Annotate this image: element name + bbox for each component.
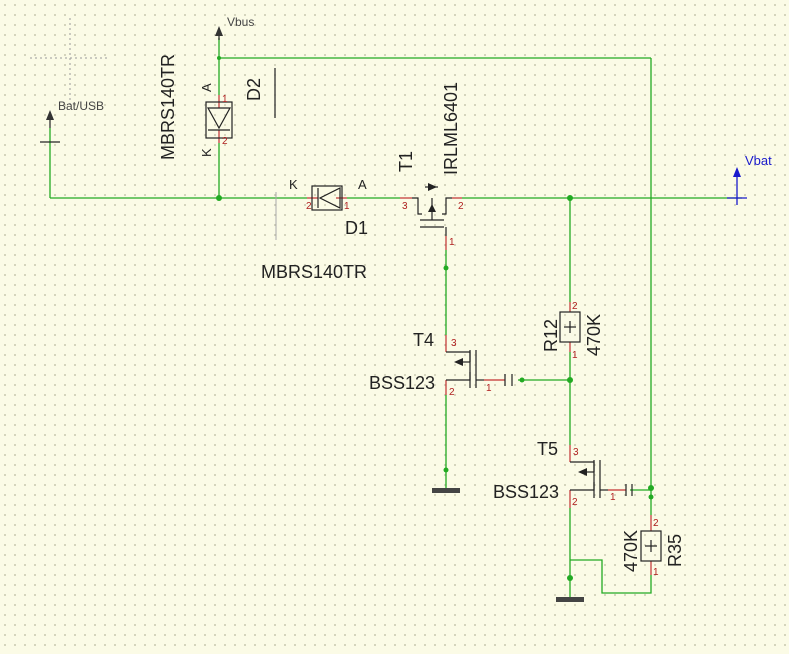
resistor-r12-value: 470K bbox=[584, 314, 604, 356]
mosfet-t1-ref: T1 bbox=[396, 151, 416, 172]
junction-dot bbox=[443, 265, 449, 271]
net-label-vbus: Vbus bbox=[227, 15, 254, 29]
ground-icon bbox=[556, 597, 584, 602]
net-label-vbat: Vbat bbox=[745, 153, 772, 168]
pin-label: 1 bbox=[610, 492, 616, 503]
guide-crosshair bbox=[30, 18, 108, 105]
pin-label: 1 bbox=[449, 237, 455, 248]
mosfet-t1[interactable]: 3 2 1 T1 IRLML6401 bbox=[396, 82, 464, 250]
cathode-label: K bbox=[199, 148, 214, 157]
diode-d2-body bbox=[205, 101, 233, 139]
diode-d1-ref: D1 bbox=[345, 218, 368, 238]
net-label-bat-usb: Bat/USB bbox=[58, 99, 104, 113]
mosfet-t5-value: BSS123 bbox=[493, 482, 559, 502]
pin-label: 1 bbox=[653, 567, 659, 578]
net-bat-usb[interactable]: Bat/USB bbox=[40, 99, 104, 143]
diode-triangle-icon bbox=[318, 187, 341, 209]
resistor-r35-value: 470K bbox=[621, 530, 641, 572]
resistor-r35-body bbox=[640, 530, 662, 562]
arrow-up-icon bbox=[733, 167, 741, 177]
diode-d1[interactable]: 2 1 K A D1 MBRS140TR bbox=[261, 177, 368, 282]
mosfet-t4-ref: T4 bbox=[413, 330, 434, 350]
arrow-icon bbox=[428, 204, 436, 212]
pin-label: 2 bbox=[458, 201, 464, 212]
resistor-r35[interactable]: 2 1 470K R35 bbox=[621, 515, 685, 578]
diode-d1-body bbox=[311, 185, 343, 211]
diode-d1-value: MBRS140TR bbox=[261, 262, 367, 282]
resistor-r12[interactable]: 2 1 R12 470K bbox=[541, 301, 604, 361]
pin-label: 2 bbox=[572, 301, 578, 312]
junction-dot bbox=[567, 575, 573, 581]
cathode-label: K bbox=[289, 177, 298, 192]
junction-dot bbox=[648, 494, 654, 500]
junction-dot bbox=[567, 377, 573, 383]
mosfet-t5[interactable]: 3 2 1 T5 BSS123 bbox=[493, 439, 633, 508]
junction-dot bbox=[217, 56, 221, 60]
wire-r35-bottom bbox=[570, 559, 652, 594]
mosfet-t1-value: IRLML6401 bbox=[441, 82, 461, 175]
arrow-up-icon bbox=[46, 110, 54, 120]
junction-dot bbox=[443, 467, 449, 473]
junctions bbox=[216, 56, 654, 581]
pin-label: 3 bbox=[573, 447, 579, 458]
anode-label: A bbox=[358, 177, 367, 192]
pin-label: 2 bbox=[449, 387, 455, 398]
resistor-r35-ref: R35 bbox=[665, 534, 685, 567]
anode-label: A bbox=[199, 83, 214, 92]
pin-label: 3 bbox=[402, 201, 408, 212]
mosfet-t4[interactable]: 3 2 1 T4 BSS123 bbox=[369, 330, 513, 398]
mosfet-t5-ref: T5 bbox=[537, 439, 558, 459]
pin-label: 2 bbox=[572, 497, 578, 508]
diode-d2-value: MBRS140TR bbox=[158, 54, 178, 160]
resistor-r12-body bbox=[559, 311, 581, 343]
diode-d2[interactable]: 1 2 A K MBRS140TR D2 bbox=[158, 54, 276, 160]
net-vbus[interactable]: Vbus bbox=[215, 15, 254, 40]
junction-dot bbox=[216, 195, 222, 201]
pin-label: 1 bbox=[222, 94, 228, 105]
arrow-up-icon bbox=[215, 26, 223, 36]
junction-dot bbox=[648, 485, 654, 491]
mosfet-t4-value: BSS123 bbox=[369, 373, 435, 393]
arrow-icon bbox=[454, 358, 463, 366]
diode-triangle-icon bbox=[206, 107, 232, 130]
junction-dot bbox=[519, 377, 525, 383]
pin-label: 2 bbox=[653, 518, 659, 529]
net-vbat[interactable]: Vbat bbox=[727, 153, 772, 205]
pin-label: 1 bbox=[344, 201, 350, 212]
pin-label: 2 bbox=[306, 201, 312, 212]
pin-label: 1 bbox=[486, 383, 492, 394]
junction-dot bbox=[567, 195, 573, 201]
ground-t4 bbox=[432, 488, 460, 493]
pin-label: 3 bbox=[451, 338, 457, 349]
wires bbox=[49, 38, 742, 594]
diode-d2-ref: D2 bbox=[244, 78, 264, 101]
arrow-icon bbox=[578, 468, 587, 476]
pin-label: 2 bbox=[222, 136, 228, 147]
pin-label: 1 bbox=[572, 350, 578, 361]
ground-t5 bbox=[556, 597, 584, 602]
resistor-r12-ref: R12 bbox=[541, 319, 561, 352]
ground-icon bbox=[432, 488, 460, 493]
